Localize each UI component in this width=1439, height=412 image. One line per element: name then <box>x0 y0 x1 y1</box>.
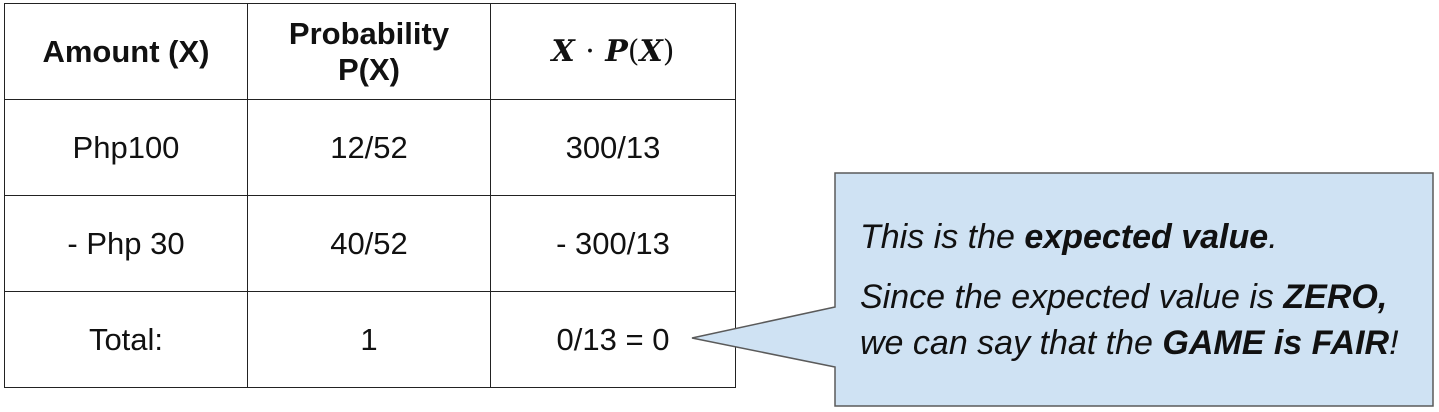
table-row: - Php 30 40/52 - 300/13 <box>4 195 736 292</box>
cell-probability: 12/52 <box>247 99 491 196</box>
cell-product: 300/13 <box>490 99 736 196</box>
table-row: Php100 12/52 300/13 <box>4 99 736 196</box>
header-product: X · P(X) <box>490 3 736 100</box>
callout-line-3: we can say that the GAME is FAIR! <box>860 320 1435 366</box>
header-amount: Amount (X) <box>4 3 248 100</box>
formula-open-paren: ( <box>627 34 640 69</box>
callout-line-2: Since the expected value is ZERO, <box>860 274 1435 320</box>
table-header-row: Amount (X) Probability P(X) X · P(X) <box>4 3 736 100</box>
callout-line2-bold: ZERO, <box>1283 278 1388 316</box>
cell-probability-total: 1 <box>247 291 491 388</box>
callout-line3-prefix: we can say that the <box>860 324 1163 362</box>
callout-text: This is the expected value. Since the ex… <box>860 214 1435 366</box>
header-probability-line2: P(X) <box>338 51 400 87</box>
header-probability-line1: Probability <box>288 15 450 51</box>
callout-line-1: This is the expected value. <box>860 214 1435 260</box>
formula-x2: X <box>639 34 663 69</box>
header-probability: Probability P(X) <box>247 3 491 100</box>
cell-product: - 300/13 <box>490 195 736 292</box>
cell-probability: 40/52 <box>247 195 491 292</box>
formula-x: X <box>551 34 575 69</box>
callout-line1-bold: expected value <box>1024 218 1269 256</box>
cell-amount: - Php 30 <box>4 195 248 292</box>
expected-value-table: Amount (X) Probability P(X) X · P(X) Php… <box>4 3 736 388</box>
callout-line3-suffix: ! <box>1389 324 1399 362</box>
formula-dot: · <box>585 34 595 69</box>
cell-amount: Php100 <box>4 99 248 196</box>
cell-product-total: 0/13 = 0 <box>490 291 736 388</box>
callout-line3-bold: GAME is FAIR <box>1162 324 1390 362</box>
formula-close-paren: ) <box>662 34 675 69</box>
callout-line1-suffix: . <box>1268 218 1278 256</box>
formula-p: P <box>605 34 628 69</box>
header-product-formula: X · P(X) <box>551 34 674 69</box>
callout-line2-prefix: Since the expected value is <box>860 278 1284 316</box>
callout-line1-prefix: This is the <box>860 218 1025 256</box>
cell-amount-total: Total: <box>4 291 248 388</box>
table-row-total: Total: 1 0/13 = 0 <box>4 291 736 388</box>
